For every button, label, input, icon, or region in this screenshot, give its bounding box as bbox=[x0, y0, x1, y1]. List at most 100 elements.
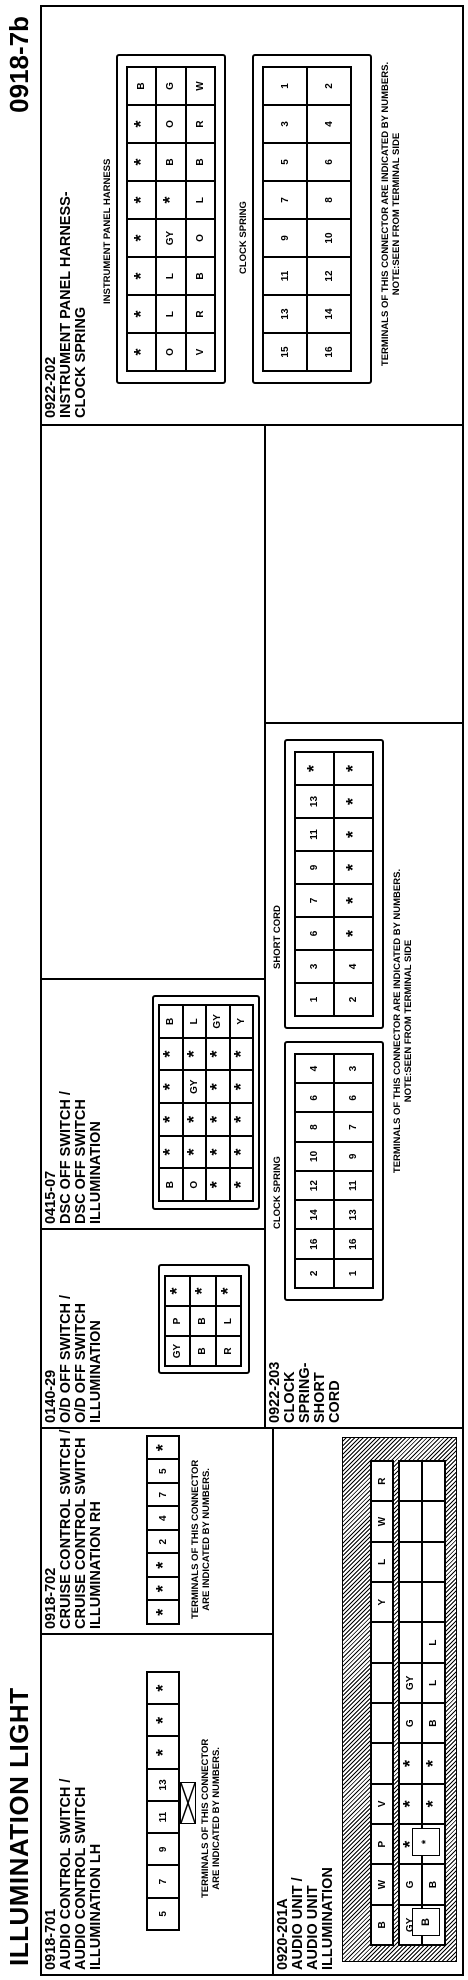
pin-grid: * * * 2 4 7 5 * bbox=[146, 1435, 180, 1625]
connector-line: ILLUMINATION bbox=[88, 1320, 104, 1423]
pin: 13 bbox=[295, 785, 334, 818]
pin-grid-mid: GY G * * * G GY * B * * * B L L bbox=[398, 1460, 446, 1946]
pin: * bbox=[159, 1070, 183, 1103]
pin: W bbox=[371, 1501, 393, 1542]
connector-line: CRUISE CONTROL SWITCH / bbox=[58, 1429, 74, 1629]
pin: * bbox=[147, 1704, 179, 1737]
connector-line: CLOCK SPRING bbox=[73, 306, 89, 418]
pin: * bbox=[229, 1103, 253, 1136]
panel-0140-29: 0140-29 O/D OFF SWITCH / O/D OFF SWITCH … bbox=[40, 1230, 264, 1429]
pin: L bbox=[156, 257, 186, 295]
pin: * bbox=[182, 1037, 206, 1071]
pin: 14 bbox=[295, 1200, 334, 1230]
pin: 5 bbox=[147, 1897, 179, 1930]
connector-line: SHORT bbox=[312, 1372, 328, 1423]
divider-5 bbox=[264, 722, 464, 724]
large-pin-star: * bbox=[412, 1828, 440, 1856]
pin: * bbox=[147, 1553, 179, 1577]
terminal-note: TERMINALS OF THIS CONNECTOR ARE INDICATE… bbox=[392, 741, 414, 1301]
pin: 11 bbox=[295, 818, 334, 851]
connector-line: AUDIO CONTROL SWITCH bbox=[73, 1786, 89, 1970]
pin: 11 bbox=[263, 257, 307, 295]
pin: 9 bbox=[147, 1833, 179, 1866]
pin: * bbox=[127, 295, 157, 333]
pin: GY bbox=[165, 1336, 191, 1366]
pin: * bbox=[206, 1070, 230, 1103]
pin: 3 bbox=[295, 950, 334, 983]
pin: 3 bbox=[334, 1054, 373, 1084]
pin: * bbox=[206, 1135, 230, 1169]
note-line: TERMINALS OF THIS CONNECTOR bbox=[190, 1459, 201, 1619]
pin: * bbox=[147, 1577, 179, 1601]
pin: 11 bbox=[147, 1801, 179, 1834]
pin: R bbox=[185, 295, 215, 333]
pin bbox=[371, 1703, 393, 1744]
panel-title: 0920-201A AUDIO UNIT / AUDIO UNIT ILLUMI… bbox=[275, 1867, 336, 1970]
pin: * bbox=[206, 1168, 230, 1201]
pin: * bbox=[229, 1070, 253, 1103]
panel-title: 0922-202 INSTRUMENT PANEL HARNESS- CLOCK… bbox=[43, 191, 89, 418]
pin bbox=[399, 1541, 422, 1583]
pin: GY bbox=[182, 1070, 206, 1103]
pin: B bbox=[190, 1306, 216, 1336]
note-line: TERMINALS OF THIS CONNECTOR ARE INDICATE… bbox=[380, 61, 391, 367]
pin bbox=[422, 1461, 445, 1502]
large-pin-b: B bbox=[412, 1908, 440, 1936]
pin: 2 bbox=[295, 1258, 334, 1288]
pin: * bbox=[229, 1037, 253, 1071]
connector-line: DSC OFF SWITCH bbox=[73, 1099, 89, 1224]
pin: * bbox=[215, 1276, 241, 1306]
pin: L bbox=[185, 181, 215, 219]
page-number: 0918-7b bbox=[4, 16, 34, 113]
panel-0920-201A: 0920-201A AUDIO UNIT / AUDIO UNIT ILLUMI… bbox=[272, 1429, 464, 1976]
pin: 3 bbox=[263, 105, 307, 143]
pin: * bbox=[190, 1276, 216, 1306]
pin: * bbox=[399, 1783, 422, 1825]
pin: O bbox=[182, 1168, 206, 1201]
clock-spring-label: CLOCK SPRING bbox=[272, 1156, 283, 1229]
pin: * bbox=[229, 1168, 253, 1201]
pin: 10 bbox=[307, 219, 351, 257]
pin: 9 bbox=[263, 219, 307, 257]
connector-line: DSC OFF SWITCH / bbox=[58, 1091, 74, 1224]
pin: * bbox=[165, 1276, 191, 1306]
panel-0922-203: 0922-203 CLOCK SPRING- SHORT CORD CLOCK … bbox=[264, 724, 464, 1429]
pin: * bbox=[127, 257, 157, 295]
pin: 6 bbox=[295, 917, 334, 950]
note-line: ARE INDICATED BY NUMBERS. bbox=[211, 1747, 222, 1890]
pin: 4 bbox=[295, 1054, 334, 1084]
pin: GY bbox=[399, 1662, 422, 1704]
connector-line: O/D OFF SWITCH bbox=[73, 1302, 89, 1423]
pin: 13 bbox=[263, 295, 307, 333]
panel-title: 0415-07 DSC OFF SWITCH / DSC OFF SWITCH … bbox=[43, 1091, 104, 1224]
connector-line: ILLUMINATION LH bbox=[88, 1843, 104, 1970]
pin: O bbox=[156, 333, 186, 371]
pin: R bbox=[185, 105, 215, 143]
ip-harness-label: INSTRUMENT PANEL HARNESS bbox=[102, 158, 113, 304]
pin: 9 bbox=[334, 1141, 373, 1171]
panel-title: 0140-29 O/D OFF SWITCH / O/D OFF SWITCH … bbox=[43, 1295, 104, 1423]
pin: 6 bbox=[334, 1083, 373, 1113]
pin: 5 bbox=[263, 143, 307, 181]
pin: B bbox=[156, 143, 186, 181]
pin: 7 bbox=[147, 1865, 179, 1898]
pin: * bbox=[127, 105, 157, 143]
short-cord-pins: 1 3 6 7 9 11 13 * 2 4 * * * * * * bbox=[294, 751, 374, 1017]
pin: 7 bbox=[334, 1112, 373, 1142]
short-cord-label: SHORT CORD bbox=[272, 905, 283, 969]
pin bbox=[399, 1461, 422, 1502]
pin: V bbox=[371, 1783, 393, 1825]
panel-0415-07: 0415-07 DSC OFF SWITCH / DSC OFF SWITCH … bbox=[40, 980, 264, 1230]
pin: * bbox=[334, 818, 373, 851]
pin: * bbox=[229, 1135, 253, 1169]
pin: 2 bbox=[147, 1530, 179, 1554]
pin: 15 bbox=[263, 333, 307, 371]
pin bbox=[422, 1541, 445, 1583]
pin: * bbox=[127, 181, 157, 219]
panel-0918-701: 0918-701 AUDIO CONTROL SWITCH / AUDIO CO… bbox=[40, 1635, 272, 1976]
pin: * bbox=[159, 1037, 183, 1071]
pin: L bbox=[182, 1005, 206, 1038]
pin: 11 bbox=[334, 1171, 373, 1201]
latch-symbol bbox=[180, 1782, 196, 1824]
